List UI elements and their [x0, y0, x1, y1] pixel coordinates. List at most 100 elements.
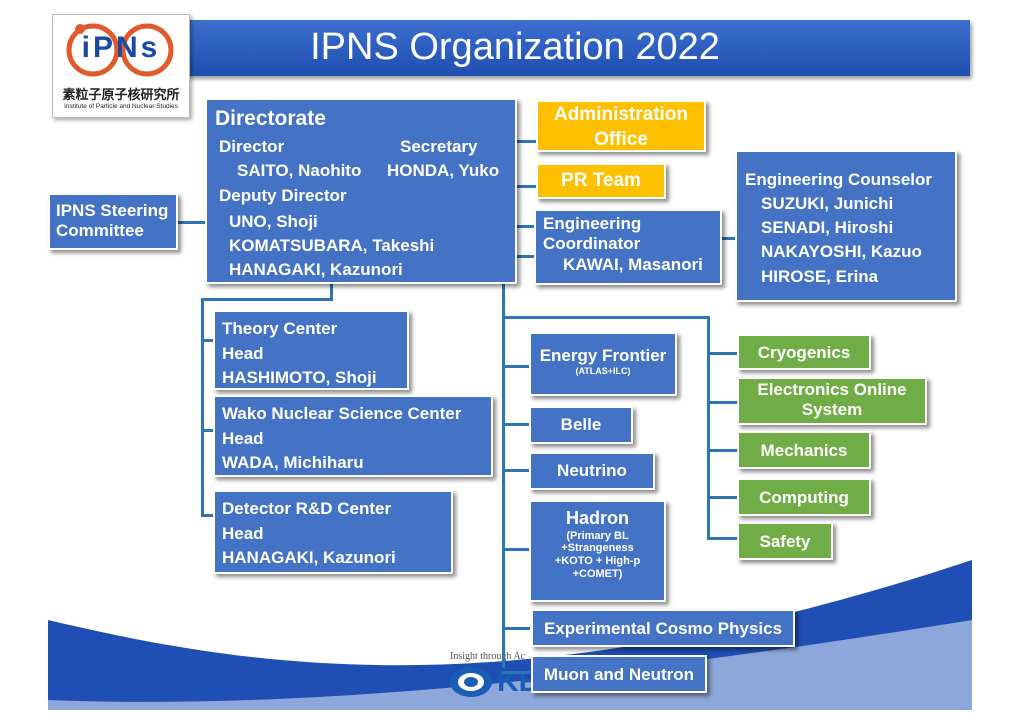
connector-cryogenics [707, 352, 739, 355]
cryogenics-box: Cryogenics [737, 334, 871, 370]
center-name: Detector R&D Center [222, 499, 392, 518]
counselor-name: HIROSE, Erina [761, 266, 879, 286]
logo-letters: iPNs [81, 31, 161, 64]
electronics-line2: System [801, 400, 863, 420]
steering-line1: IPNS Steering [56, 201, 169, 220]
connector-main-spine [502, 284, 505, 668]
connector-electronics [707, 401, 739, 404]
center-head: HASHIMOTO, Shoji [222, 368, 377, 388]
connector-wako [201, 429, 215, 432]
logo-english: Institute of Particle and Nuclear Studie… [64, 103, 178, 110]
counselor-name: SUZUKI, Junichi [761, 194, 894, 214]
connector-hadron [502, 548, 530, 551]
neutrino-box: Neutrino [529, 452, 655, 490]
center-name: Wako Nuclear Science Center [222, 404, 462, 423]
connector-cosmo [502, 627, 530, 630]
deputy-name: KOMATSUBARA, Takeshi [229, 236, 435, 255]
coordinator-name: KAWAI, Masanori [563, 254, 703, 274]
hadron-box: Hadron (Primary BL +Strangeness +KOTO + … [529, 500, 666, 602]
kek-emblem-icon [450, 667, 492, 697]
coordinator-line2: Coordinator [543, 234, 641, 254]
counselor-name: NAKAYOSHI, Kazuo [761, 242, 922, 262]
center-role: Head [222, 523, 264, 543]
wako-center-box: Wako Nuclear Science Center Head WADA, M… [213, 395, 493, 477]
directorate-box: Directorate Director SAITO, Naohito Secr… [205, 98, 517, 284]
hadron-sub: +KOTO + High-p [554, 554, 641, 567]
connector-energy [502, 365, 530, 368]
hadron-sub: +Strangeness [561, 542, 634, 555]
mechanics-label: Mechanics [760, 441, 848, 460]
coordinator-line1: Engineering [543, 214, 642, 233]
connector-detector [201, 514, 215, 517]
computing-box: Computing [737, 478, 871, 516]
muon-neutron-label: Muon and Neutron [543, 665, 695, 684]
energy-frontier-box: Energy Frontier (ATLAS+ILC) [529, 332, 677, 396]
connector-centers-bar [201, 298, 333, 301]
connector-admin [514, 140, 538, 143]
admin-line1: Administration [553, 104, 689, 125]
neutrino-label: Neutrino [557, 461, 627, 480]
hadron-name: Hadron [566, 508, 629, 528]
muon-neutron-box: Muon and Neutron [531, 655, 707, 693]
connector-groups-bar [502, 316, 710, 319]
safety-label: Safety [759, 532, 811, 551]
ipns-logo: iPNs 素粒子原子核研究所 Institute of Particle and… [52, 14, 190, 118]
engineering-coordinator-box: Engineering Coordinator KAWAI, Masanori [534, 209, 722, 285]
administration-office-box: Administration Office [536, 100, 706, 152]
admin-line2: Office [594, 128, 648, 150]
connector-computing [707, 496, 739, 499]
ipns-emblem-icon [66, 23, 174, 77]
connector-counselor [722, 237, 737, 240]
connector-centers-spine [201, 298, 204, 516]
connector-belle [502, 423, 530, 426]
connector-pr [514, 185, 538, 188]
energy-frontier-name: Energy Frontier [539, 346, 667, 365]
deputy-label: Deputy Director [219, 186, 347, 205]
belle-box: Belle [529, 406, 633, 444]
theory-center-box: Theory Center Head HASHIMOTO, Shoji [213, 310, 409, 390]
page-title: IPNS Organization 2022 [310, 26, 720, 68]
connector-coordinator-1 [514, 225, 536, 228]
experimental-cosmo-label: Experimental Cosmo Physics [543, 619, 783, 638]
connector-mechanics [707, 449, 739, 452]
electronics-online-box: Electronics Online System [737, 377, 927, 425]
center-name: Theory Center [222, 319, 338, 338]
belle-label: Belle [560, 415, 602, 434]
steering-committee-box: IPNS Steering Committee [48, 193, 178, 250]
steering-line2: Committee [56, 221, 144, 241]
secretary-label: Secretary [400, 137, 478, 156]
connector-theory [201, 339, 215, 342]
connector-coordinator-2 [514, 255, 536, 258]
safety-box: Safety [737, 522, 833, 560]
directorate-heading: Directorate [215, 107, 326, 130]
footer-wave [48, 560, 972, 710]
connector-muon [502, 671, 530, 674]
director-label: Director [219, 137, 285, 156]
connector-centers-drop [330, 282, 333, 300]
footer-tagline: Insight through Ac [450, 651, 525, 662]
director-name: SAITO, Naohito [237, 161, 362, 180]
center-head: WADA, Michiharu [222, 453, 364, 473]
experimental-cosmo-box: Experimental Cosmo Physics [531, 609, 795, 647]
electronics-line1: Electronics Online [757, 380, 907, 399]
detector-center-box: Detector R&D Center Head HANAGAKI, Kazun… [213, 490, 453, 574]
connector-neutrino [502, 469, 530, 472]
center-role: Head [222, 428, 264, 448]
hadron-sub: +COMET) [572, 567, 623, 580]
center-role: Head [222, 343, 264, 363]
hadron-sub: (Primary BL [566, 529, 629, 542]
counselor-heading: Engineering Counselor [745, 170, 933, 189]
pr-team-box: PR Team [536, 163, 666, 199]
counselor-name: SENADI, Hiroshi [761, 218, 894, 238]
cryogenics-label: Cryogenics [757, 343, 851, 362]
center-head: HANAGAKI, Kazunori [222, 548, 396, 568]
connector-steering [178, 221, 208, 224]
engineering-counselor-box: Engineering Counselor SUZUKI, Junichi SE… [735, 150, 957, 302]
connector-groups-spine [707, 316, 710, 539]
connector-safety [707, 537, 739, 540]
pr-team-label: PR Team [561, 170, 641, 191]
energy-frontier-sub: (ATLAS+ILC) [575, 366, 631, 377]
deputy-name: HANAGAKI, Kazunori [229, 260, 403, 279]
deputy-name: UNO, Shoji [229, 212, 318, 231]
secretary-name: HONDA, Yuko [387, 161, 500, 180]
